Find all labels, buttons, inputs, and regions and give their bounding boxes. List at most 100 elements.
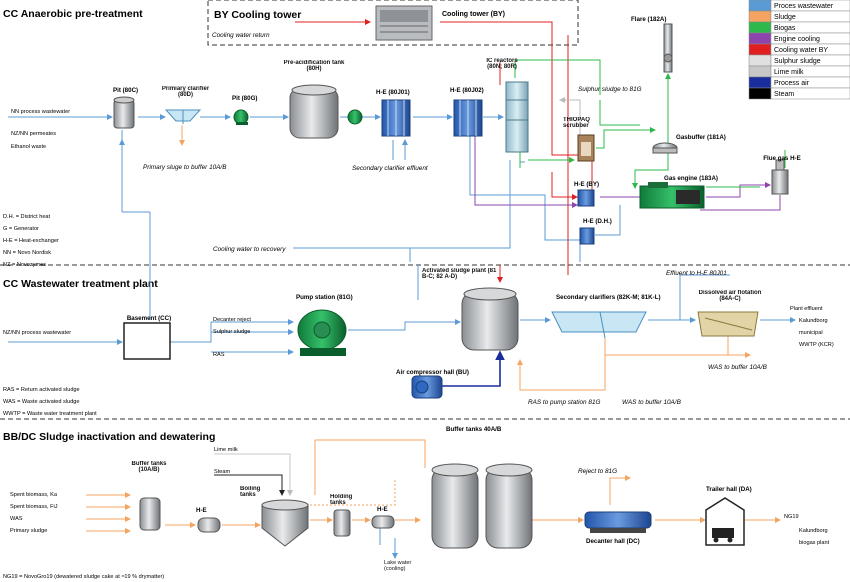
svg-text:Spent biomass, Ka: Spent biomass, Ka bbox=[10, 492, 58, 498]
steam-label: Steam bbox=[214, 469, 231, 475]
ng19-label: NG19 bbox=[784, 514, 799, 520]
trailer-hall bbox=[705, 497, 745, 546]
pit-80c bbox=[113, 96, 135, 129]
he1-sludge-label: H-E bbox=[196, 507, 207, 514]
svg-text:biogas plant: biogas plant bbox=[799, 540, 830, 546]
legend-label: Process air bbox=[774, 80, 810, 87]
secondary-label: Secondary clarifiers (82K-M; 81K-L) bbox=[556, 294, 661, 301]
footnote: NG19 = NovoGro19 (dewatered sludge cake … bbox=[3, 574, 164, 580]
primary-clarifier bbox=[164, 109, 202, 124]
svg-text:Primary sludge: Primary sludge bbox=[10, 528, 47, 534]
legend-swatch bbox=[748, 10, 772, 23]
he2-label: H-E (80J02) bbox=[450, 87, 484, 94]
basement-input-decanter: Decanter reject bbox=[213, 317, 251, 323]
abbreviations-anaerobic: D.H. = District heat G = Generator H-E =… bbox=[3, 214, 59, 268]
input-permeates: NZ/NN permeates bbox=[11, 131, 56, 137]
legend-swatch bbox=[748, 32, 772, 45]
basement-label: Basement (CC) bbox=[127, 315, 171, 322]
flue-label: Flue gas H-E bbox=[763, 155, 800, 162]
trailer-label: Trailer hall (DA) bbox=[706, 486, 752, 493]
svg-text:WWTP = Waste water treatment p: WWTP = Waste water treatment plant bbox=[3, 411, 97, 417]
basement-input-ras: RAS bbox=[213, 352, 225, 358]
svg-text:RAS = Return activated sludge: RAS = Return activated sludge bbox=[3, 387, 80, 393]
basement bbox=[123, 322, 171, 360]
he-80j02 bbox=[453, 99, 483, 137]
legend-swatch bbox=[748, 65, 772, 78]
svg-text:D.H. = District heat: D.H. = District heat bbox=[3, 214, 51, 220]
holding-tank bbox=[333, 509, 351, 537]
legend-label: Proces wastewater bbox=[774, 3, 834, 10]
svg-text:NN = Novo Nordisk: NN = Novo Nordisk bbox=[3, 250, 51, 256]
svg-text:G = Generator: G = Generator bbox=[3, 226, 39, 232]
thiopaq-scrubber bbox=[577, 134, 595, 162]
holding-label: Holding tanks bbox=[330, 494, 353, 506]
activated-sludge-tank bbox=[461, 287, 519, 351]
legend-label: Biogas bbox=[774, 25, 796, 32]
lake-label: Lake water (cooling) bbox=[384, 560, 412, 572]
decanter-label: Decanter hall (DC) bbox=[586, 538, 640, 545]
sludge-he1 bbox=[197, 517, 221, 533]
svg-text:Kalundborg: Kalundborg bbox=[799, 318, 828, 324]
secondary-effluent-label: Secondary clarifier effluent bbox=[352, 165, 428, 172]
buffer-tank-10ab bbox=[139, 497, 161, 531]
legend-label: Sludge bbox=[774, 14, 796, 21]
clarifier-label: Primiary clarifier (80D) bbox=[161, 86, 210, 98]
he-dh bbox=[579, 227, 595, 245]
abbreviations-wastewater: RAS = Return activated sludge WAS = Wast… bbox=[3, 387, 97, 417]
pump-label: Pump station (81G) bbox=[296, 294, 353, 301]
buffer-tanks-40ab bbox=[431, 463, 533, 549]
legend-label: Sulphur sludge bbox=[774, 58, 821, 65]
cooling-recovery-label: Cooling water to recovery bbox=[213, 246, 286, 253]
daf-label: Dissolved air flotation (84A-C) bbox=[698, 290, 762, 302]
pump-icon bbox=[347, 109, 363, 125]
svg-text:WWTP (KCR): WWTP (KCR) bbox=[799, 342, 834, 348]
svg-text:Plant effluent: Plant effluent bbox=[790, 306, 823, 312]
legend-label: Cooling water BY bbox=[774, 47, 828, 54]
secondary-clarifier bbox=[551, 311, 647, 339]
svg-text:Spent biomass, FiJ: Spent biomass, FiJ bbox=[10, 504, 58, 510]
input-nn: NN process wastewater bbox=[11, 109, 70, 115]
preacid-label: Pre-acidification tank (80H) bbox=[283, 60, 345, 72]
thiopaq-label: THIOPAQ scrubber bbox=[563, 117, 590, 129]
svg-text:WAS = Waste activated sludge: WAS = Waste activated sludge bbox=[3, 399, 80, 405]
pump-station bbox=[297, 309, 347, 356]
lime-label: Lime milk bbox=[214, 447, 238, 453]
biogas-plant-labels: Kalundborg biogas plant bbox=[799, 528, 830, 546]
air-compressor bbox=[411, 375, 443, 399]
plant-effluent-labels: Plant effluent Kalundborg municipal WWTP… bbox=[790, 306, 834, 348]
activated-label: Activated sludge plant (81 B-C; 82 A-D) bbox=[422, 268, 497, 280]
decanter bbox=[584, 511, 652, 533]
ic-label: IC reactors (80N; 80R) bbox=[486, 58, 518, 70]
section-title-anaerobic: CC Anaerobic pre-treatment bbox=[3, 8, 143, 20]
pit2-label: Pit (80G) bbox=[232, 95, 257, 102]
gasbuffer bbox=[652, 142, 678, 154]
sludge-inputs: Spent biomass, Ka Spent biomass, FiJ WAS… bbox=[10, 492, 58, 534]
sulphur-label: Sulphur sludge to 81G bbox=[578, 86, 642, 93]
svg-text:WAS: WAS bbox=[10, 516, 23, 522]
reject-label: Reject to 81G bbox=[578, 468, 617, 475]
flue-gas-he bbox=[771, 159, 789, 195]
ww-input: NZ/NN process wastewater bbox=[3, 330, 71, 336]
hedh-label: H-E (D.H.) bbox=[583, 218, 612, 225]
legend-swatch bbox=[748, 43, 772, 56]
pre-acidification-tank bbox=[289, 84, 339, 139]
basement-input-sulphur: Sulphur sludge bbox=[213, 329, 250, 335]
was-buffer2-label: WAS to buffer 10A/B bbox=[622, 399, 682, 406]
legend-swatch bbox=[748, 0, 772, 12]
cooling-box-title: BY Cooling tower bbox=[214, 9, 301, 21]
cooling-tower-icon bbox=[375, 5, 433, 41]
cooling-tower-box bbox=[207, 0, 579, 46]
input-ethanol: Ethanol waste bbox=[11, 144, 46, 150]
section-title-sludge: BB/DC Sludge inactivation and dewatering bbox=[3, 431, 215, 443]
was-buffer-label: WAS to buffer 10A/B bbox=[708, 364, 768, 371]
legend-label: Lime milk bbox=[774, 69, 804, 76]
primary-sludge-label: Primary sluge to buffer 10A/B bbox=[143, 164, 227, 171]
legend-swatch bbox=[748, 54, 772, 67]
he-80j01 bbox=[381, 99, 411, 137]
air-label: Air compressor hall (BU) bbox=[396, 369, 469, 376]
flare-label: Flare (182A) bbox=[631, 16, 666, 23]
engine-label: Gas engine (183A) bbox=[664, 175, 718, 182]
section-title-wastewater: CC Wastewater treatment plant bbox=[3, 278, 158, 290]
